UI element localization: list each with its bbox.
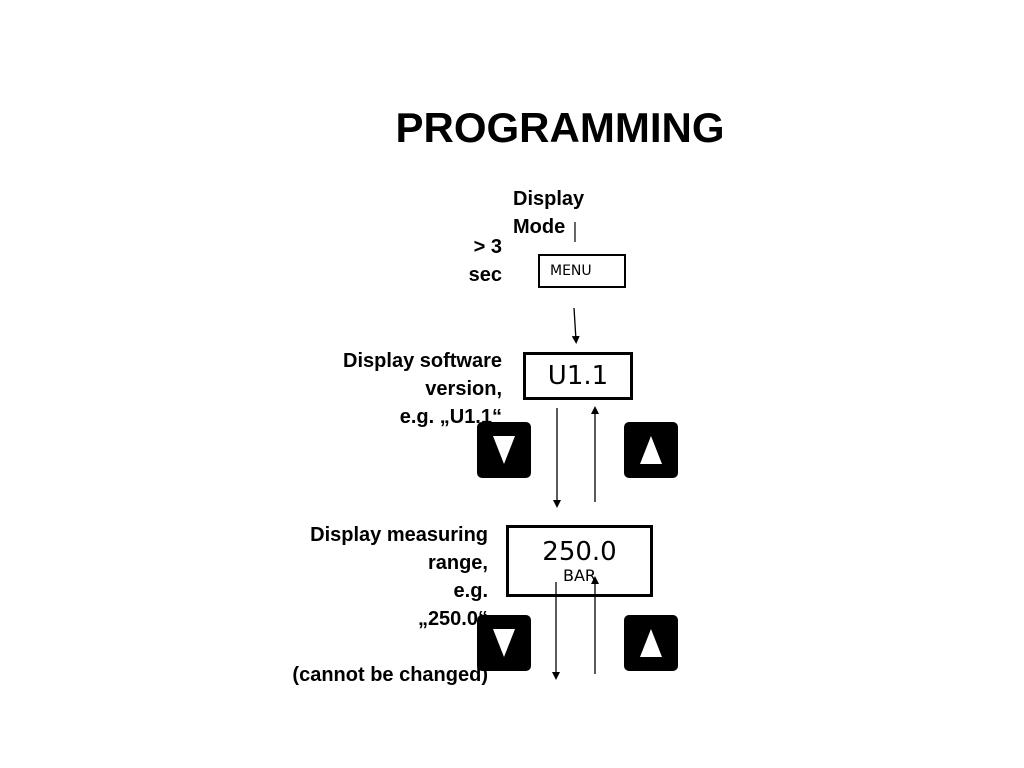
software-version-label-line1: Display software: [343, 350, 502, 372]
software-version-label-line3: e.g. „U1.1“: [399, 406, 502, 428]
measuring-range-unit: BAR: [562, 566, 597, 585]
measuring-range-label-line3: e.g.: [453, 580, 488, 602]
hold-time-label: > 3 sec: [440, 233, 502, 289]
menu-to-version-arrow: [571, 307, 580, 344]
measuring-range-label-spacer: [230, 633, 488, 661]
measuring-range-display: 250.0 BAR: [506, 525, 653, 597]
menu-button-label: MENU: [550, 263, 592, 279]
measuring-range-label-line2: range,: [427, 552, 488, 574]
display-mode-label-line2: Mode: [513, 216, 566, 238]
software-version-display: U1.1: [523, 352, 633, 400]
measuring-range-label-line6: (cannot be changed): [292, 664, 488, 686]
software-version-label-line2: version,: [425, 378, 502, 400]
hold-time-label-line1: > 3: [473, 236, 502, 258]
measuring-range-value: 250.0: [542, 537, 617, 567]
display-mode-label: Display Mode: [513, 185, 584, 241]
down-button-1[interactable]: [477, 422, 531, 478]
triangle-up-icon: [640, 629, 662, 657]
triangle-up-icon: [640, 436, 662, 464]
up-button-1[interactable]: [624, 422, 678, 478]
triangle-down-icon: [493, 436, 515, 464]
hold-time-label-line2: sec: [468, 264, 502, 286]
measuring-range-label: Display measuring range, e.g. „250.0“ (c…: [230, 521, 488, 689]
triangle-down-icon: [493, 629, 515, 657]
measuring-range-label-line1: Display measuring: [310, 524, 488, 546]
up-button-2[interactable]: [624, 615, 678, 671]
page-title: PROGRAMMING: [395, 104, 725, 151]
software-version-label: Display software version, e.g. „U1.1“: [262, 347, 502, 431]
display-mode-label-line1: Display: [513, 188, 585, 210]
software-version-display-value: U1.1: [547, 361, 609, 391]
measuring-range-label-line4: „250.0“: [417, 608, 488, 630]
menu-button[interactable]: MENU: [538, 254, 626, 288]
down-button-2[interactable]: [477, 615, 531, 671]
